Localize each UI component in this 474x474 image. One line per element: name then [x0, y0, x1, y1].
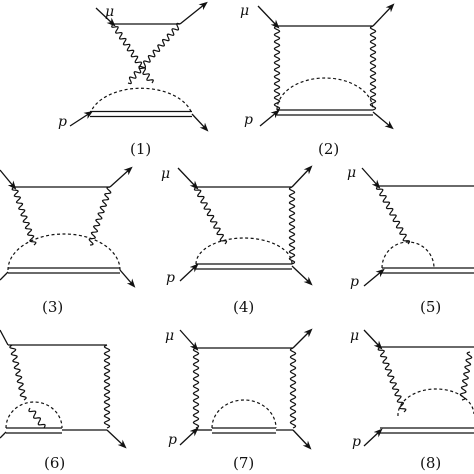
muon-label: μ [105, 4, 114, 20]
proton-line-out [292, 429, 312, 450]
diagram-label: (6) [44, 454, 65, 472]
photon-line [459, 351, 473, 401]
muon-label: μ [161, 166, 170, 182]
photon-line [28, 407, 46, 429]
pion-loop-dashed [276, 77, 374, 111]
proton-label: p [244, 112, 253, 128]
diagram-8: μ p (8) [350, 328, 474, 472]
photon-line [289, 347, 297, 429]
proton-line-in [179, 427, 199, 446]
muon-line-in [95, 7, 116, 27]
diagram-2: μ p (2) [240, 3, 395, 158]
proton-line-in [179, 263, 199, 282]
pion-loop-dashed [195, 237, 293, 265]
diagram-label: (7) [233, 454, 254, 472]
muon-line-out [292, 328, 313, 349]
proton-line-in [0, 271, 9, 281]
diagram-label: (2) [318, 140, 339, 158]
photon-line [127, 22, 181, 85]
proton-label: p [352, 434, 361, 450]
photon-line [193, 186, 228, 245]
diagram-label: (8) [420, 454, 441, 472]
muon-line-in [0, 329, 9, 346]
proton-line-in [0, 431, 7, 439]
proton-line-in [363, 428, 383, 447]
photon-line [369, 25, 377, 111]
muon-line-in [0, 169, 17, 190]
proton-label: p [168, 432, 177, 448]
muon-label: μ [165, 328, 174, 344]
muon-line-out [291, 165, 313, 188]
pion-loop-dashed [381, 241, 435, 269]
proton-label: p [58, 114, 67, 130]
proton-line-out [291, 265, 313, 286]
proton-label: p [166, 270, 175, 286]
pion-loop-dashed [211, 399, 277, 429]
photon-line [88, 186, 112, 246]
diagram-5: μ p (5) [347, 165, 474, 316]
proton-line-in [259, 109, 280, 127]
diagram-7: μ p (7) [165, 328, 313, 472]
diagram-3: (3) [0, 166, 136, 316]
proton-line-in [363, 268, 385, 287]
proton-line-out [119, 269, 136, 288]
pion-loop-dashed [397, 388, 474, 417]
muon-line-in [363, 329, 383, 350]
diagram-4: μ p (4) [161, 165, 313, 316]
proton-line-in [69, 111, 94, 127]
muon-line-out [179, 1, 208, 25]
photon-line [9, 344, 27, 401]
muon-line-in [361, 167, 381, 189]
muon-line-out [109, 166, 133, 188]
proton-label: p [350, 274, 359, 290]
photon-line [273, 25, 281, 111]
photon-line [377, 346, 407, 413]
photon-line [111, 23, 154, 84]
proton-line-out [106, 429, 127, 449]
muon-line-in [179, 329, 199, 351]
pion-loop-dashed [5, 401, 63, 429]
diagram-label: (1) [130, 140, 151, 158]
proton-line-out [191, 113, 209, 132]
muon-label: μ [240, 3, 249, 19]
muon-label: μ [350, 328, 359, 344]
muon-line-in [177, 167, 199, 190]
photon-line [375, 185, 411, 245]
pion-loop-dashed [89, 87, 193, 115]
diagram-label: (5) [420, 298, 441, 316]
photon-line [288, 186, 296, 265]
muon-line-out [372, 3, 395, 27]
diagram-1: μ p (1) [58, 1, 209, 158]
diagram-6: (6) [0, 329, 127, 472]
photon-line [11, 186, 37, 246]
photon-line [103, 344, 111, 429]
photon-line [192, 347, 200, 429]
diagram-label: (4) [233, 298, 254, 316]
pion-loop-dashed [7, 233, 121, 271]
proton-line-out [372, 111, 394, 130]
diagram-label: (3) [42, 298, 63, 316]
muon-label: μ [347, 165, 356, 181]
muon-line-in [257, 5, 280, 29]
